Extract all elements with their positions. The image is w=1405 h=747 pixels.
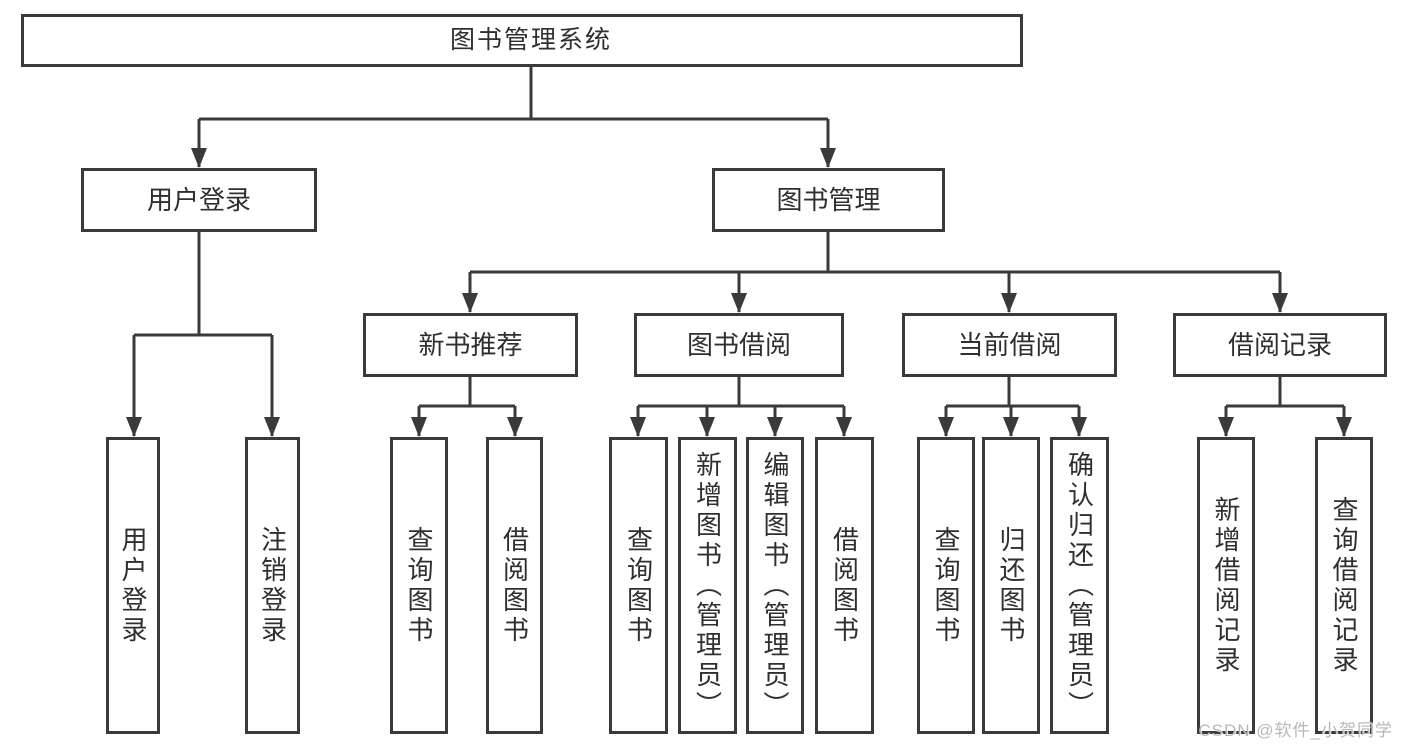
node-book-borrowing: 图书借阅 [634,313,844,377]
leaf-label: 编辑图书（管理员） [760,450,790,721]
leaf-add-book-admin: 新增图书（管理员） [678,437,737,734]
leaf-logout: 注销登录 [245,437,300,734]
leaf-add-borrow-record: 新增借阅记录 [1197,437,1255,734]
node-borrowing-records: 借阅记录 [1173,313,1387,377]
leaf-label: 查询图书 [931,525,961,646]
node-library-system: 图书管理系统 [21,14,1023,67]
leaf-label: 新增图书（管理员） [692,450,723,721]
leaf-label: 注销登录 [257,525,288,646]
leaf-label: 查询图书 [623,525,654,646]
leaf-label: 确认归还（管理员） [1064,450,1095,721]
leaf-borrow-books-recommend: 借阅图书 [486,437,543,734]
node-book-management: 图书管理 [712,168,945,232]
leaf-query-books-current: 查询图书 [917,437,975,734]
leaf-borrow-books: 借阅图书 [815,437,874,734]
leaf-return-books: 归还图书 [982,437,1040,734]
leaf-query-books-recommend: 查询图书 [390,437,448,734]
leaf-label: 借阅图书 [829,525,860,646]
leaf-edit-book-admin: 编辑图书（管理员） [746,437,804,734]
leaf-query-books-borrowing: 查询图书 [609,437,668,734]
node-user-login: 用户登录 [81,168,317,232]
leaf-label: 查询借阅记录 [1329,495,1359,676]
leaf-label: 借阅图书 [499,525,530,646]
leaf-label: 新增借阅记录 [1211,495,1241,676]
leaf-label: 用户登录 [118,525,148,646]
leaf-label: 归还图书 [996,525,1026,646]
leaf-query-borrow-record: 查询借阅记录 [1315,437,1373,734]
leaf-confirm-return-admin: 确认归还（管理员） [1050,437,1109,734]
node-current-borrowing: 当前借阅 [902,313,1117,377]
leaf-user-login: 用户登录 [106,437,160,734]
leaf-label: 查询图书 [404,525,434,646]
node-new-book-recommend: 新书推荐 [363,313,578,377]
